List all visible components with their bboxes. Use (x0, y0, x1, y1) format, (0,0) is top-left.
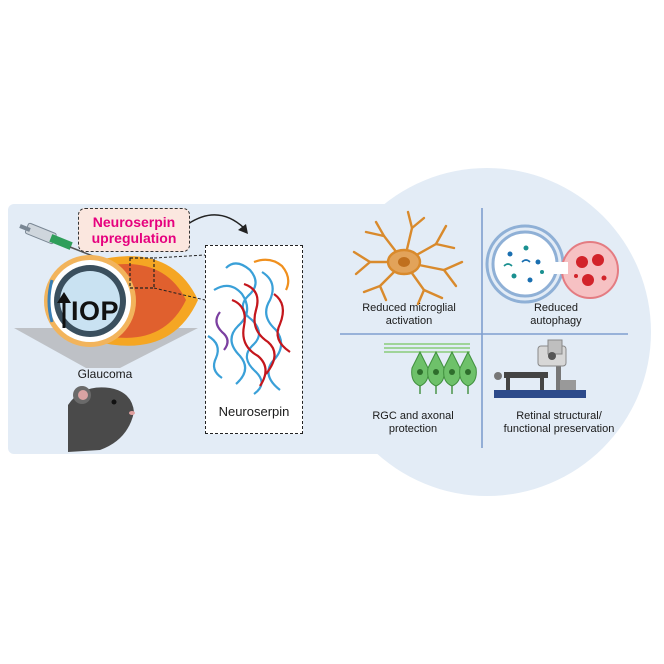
microscope-icon (494, 339, 586, 398)
retinal-preservation-label: Retinal structural/ functional preservat… (503, 410, 615, 435)
microglia-icon (352, 210, 464, 306)
microglial-activation-label: Reduced microglial activation (362, 302, 456, 327)
autophagy-icon (485, 224, 619, 304)
autophagy-label: Reduced autophagy (530, 302, 582, 327)
iop-label: IOP (71, 296, 120, 326)
neuroserpin-label: Neuroserpin (218, 404, 290, 419)
iop-up-arrow-icon (57, 292, 71, 328)
rgc-protection-label: RGC and axonal protection (372, 410, 454, 435)
glaucoma-label: Glaucoma (77, 367, 133, 381)
curved-arrow-icon (187, 214, 248, 234)
neuroserpin-upregulation-label: Neuroserpin upregulation (91, 214, 177, 246)
eye-icon (44, 254, 206, 347)
rgc-neurons-icon (384, 343, 477, 394)
mouse-icon (68, 386, 135, 452)
neuroserpin-upregulation-box: Neuroserpin upregulation (78, 208, 190, 252)
